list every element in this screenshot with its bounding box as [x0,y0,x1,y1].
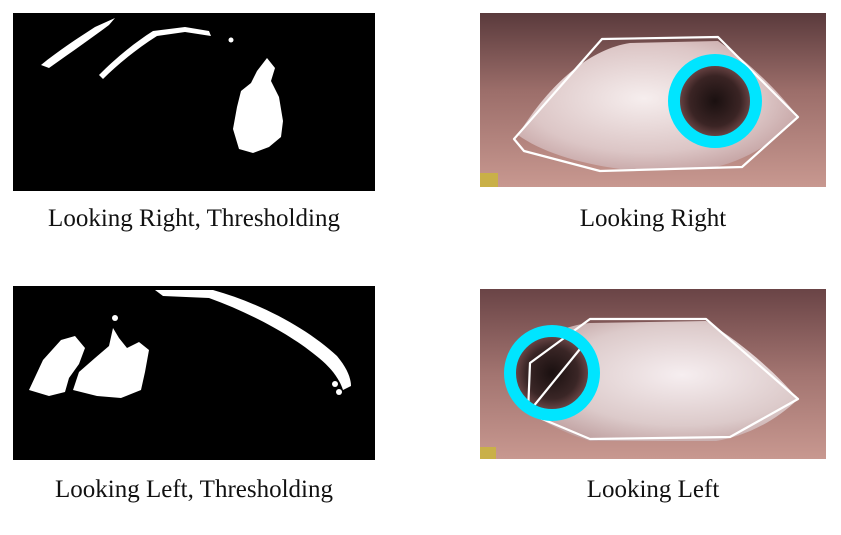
caption-looking-right: Looking Right [579,205,727,232]
caption-looking-left: Looking Left [586,476,720,503]
eye-image-left [480,289,826,459]
eye-photo-looking-left [480,289,826,459]
eye-image-right [480,13,826,187]
eye-photo-looking-right [480,13,826,187]
caption-looking-right-thresholding: Looking Right, Thresholding [48,205,340,232]
threshold-mask-right [13,13,375,191]
caption-looking-left-thresholding: Looking Left, Thresholding [55,476,333,503]
threshold-image-looking-left [13,286,375,460]
threshold-image-looking-right [13,13,375,191]
threshold-mask-left [13,286,375,460]
